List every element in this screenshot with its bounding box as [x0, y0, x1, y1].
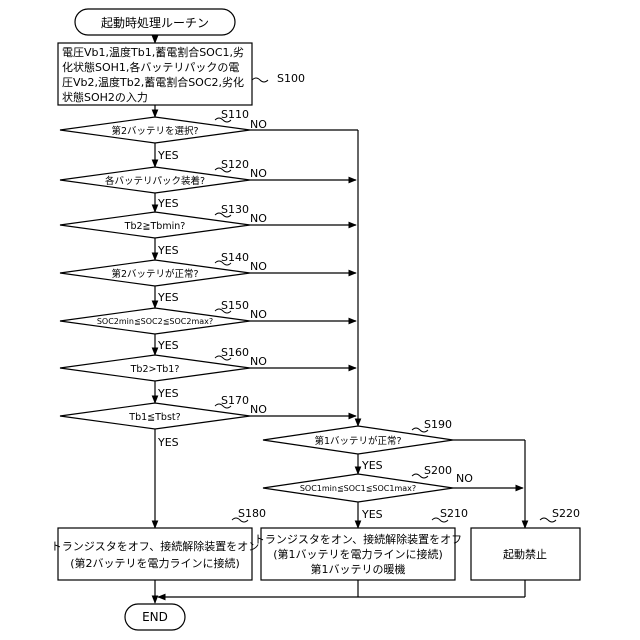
- start-terminal: 起動時処理ルーチン: [75, 9, 235, 35]
- s220-process-box: 起動禁止: [471, 528, 580, 580]
- s160-no-label: NO: [250, 355, 267, 368]
- s200-yes-label: YES: [361, 508, 383, 521]
- s210-line-2: (第1バッテリを電力ラインに接続): [273, 547, 443, 561]
- s120-no-label: NO: [250, 167, 267, 180]
- s120-question: 各バッテリパック装着?: [105, 175, 205, 187]
- s100-line-2: 化状態SOH1,各バッテリパックの電: [62, 60, 239, 74]
- s100-line-4: 状態SOH2の入力: [62, 90, 148, 104]
- s110-question: 第2バッテリを選択?: [111, 125, 198, 137]
- s140-step-label: S140: [221, 251, 249, 264]
- s200-step-label: S200: [424, 464, 452, 477]
- s150-step-label: S150: [221, 299, 249, 312]
- s140-question: 第2バッテリが正常?: [111, 268, 198, 280]
- s210-process-box: トランジスタをオン、接続解除装置をオフ (第1バッテリを電力ラインに接続) 第1…: [254, 528, 462, 580]
- s140-no-label: NO: [250, 260, 267, 273]
- s190-question: 第1バッテリが正常?: [314, 435, 401, 447]
- s140-yes-label: YES: [157, 291, 179, 304]
- s180-process-box: トランジスタをオフ、接続解除装置をオン (第2バッテリを電力ラインに接続): [51, 528, 260, 580]
- s180-step-label: S180: [238, 507, 266, 520]
- s180-line-1: トランジスタをオフ、接続解除装置をオン: [51, 539, 260, 553]
- s170-step-label: S170: [221, 394, 249, 407]
- s210-line-3: 第1バッテリの暖機: [311, 562, 406, 576]
- s130-step-label: S130: [221, 203, 249, 216]
- start-label: 起動時処理ルーチン: [101, 16, 209, 30]
- s210-step-label: S210: [440, 507, 468, 520]
- s130-question: Tb2≧Tbmin?: [124, 221, 186, 232]
- s130-yes-label: YES: [157, 244, 179, 257]
- s200-no-label: NO: [456, 472, 473, 485]
- s160-step-label: S160: [221, 346, 249, 359]
- s160-yes-label: YES: [157, 387, 179, 400]
- s170-no-label: NO: [250, 403, 267, 416]
- s100-line-3: 圧Vb2,温度Tb2,蓄電割合SOC2,劣化: [62, 75, 244, 89]
- s210-line-1: トランジスタをオン、接続解除装置をオフ: [254, 532, 462, 546]
- s170-question: Tb1≦Tbst?: [128, 412, 180, 423]
- s120-yes-label: YES: [157, 197, 179, 210]
- s100-step-label: S100: [277, 72, 305, 85]
- s100-line-1: 電圧Vb1,温度Tb1,蓄電割合SOC1,劣: [62, 45, 244, 59]
- s110-step-label: S110: [221, 108, 249, 121]
- end-label: END: [142, 610, 168, 624]
- s190-yes-label: YES: [361, 459, 383, 472]
- s150-question: SOC2min≦SOC2≦SOC2max?: [97, 317, 213, 326]
- s170-yes-label: YES: [157, 436, 179, 449]
- s180-line-2: (第2バッテリを電力ラインに接続): [70, 556, 240, 570]
- s150-no-label: NO: [250, 308, 267, 321]
- end-terminal: END: [125, 604, 185, 630]
- s220-step-label: S220: [552, 507, 580, 520]
- s150-yes-label: YES: [157, 339, 179, 352]
- s130-no-label: NO: [250, 212, 267, 225]
- s100-leader: [252, 78, 268, 82]
- s100-process-box: 電圧Vb1,温度Tb1,蓄電割合SOC1,劣 化状態SOH1,各バッテリパックの…: [58, 43, 252, 105]
- s120-step-label: S120: [221, 158, 249, 171]
- s190-step-label: S190: [424, 418, 452, 431]
- s200-question: SOC1min≦SOC1≦SOC1max?: [300, 484, 416, 493]
- s220-label: 起動禁止: [503, 547, 547, 561]
- s110-no-label: NO: [250, 118, 267, 131]
- s160-question: Tb2>Tb1?: [130, 364, 180, 375]
- s110-yes-label: YES: [157, 149, 179, 162]
